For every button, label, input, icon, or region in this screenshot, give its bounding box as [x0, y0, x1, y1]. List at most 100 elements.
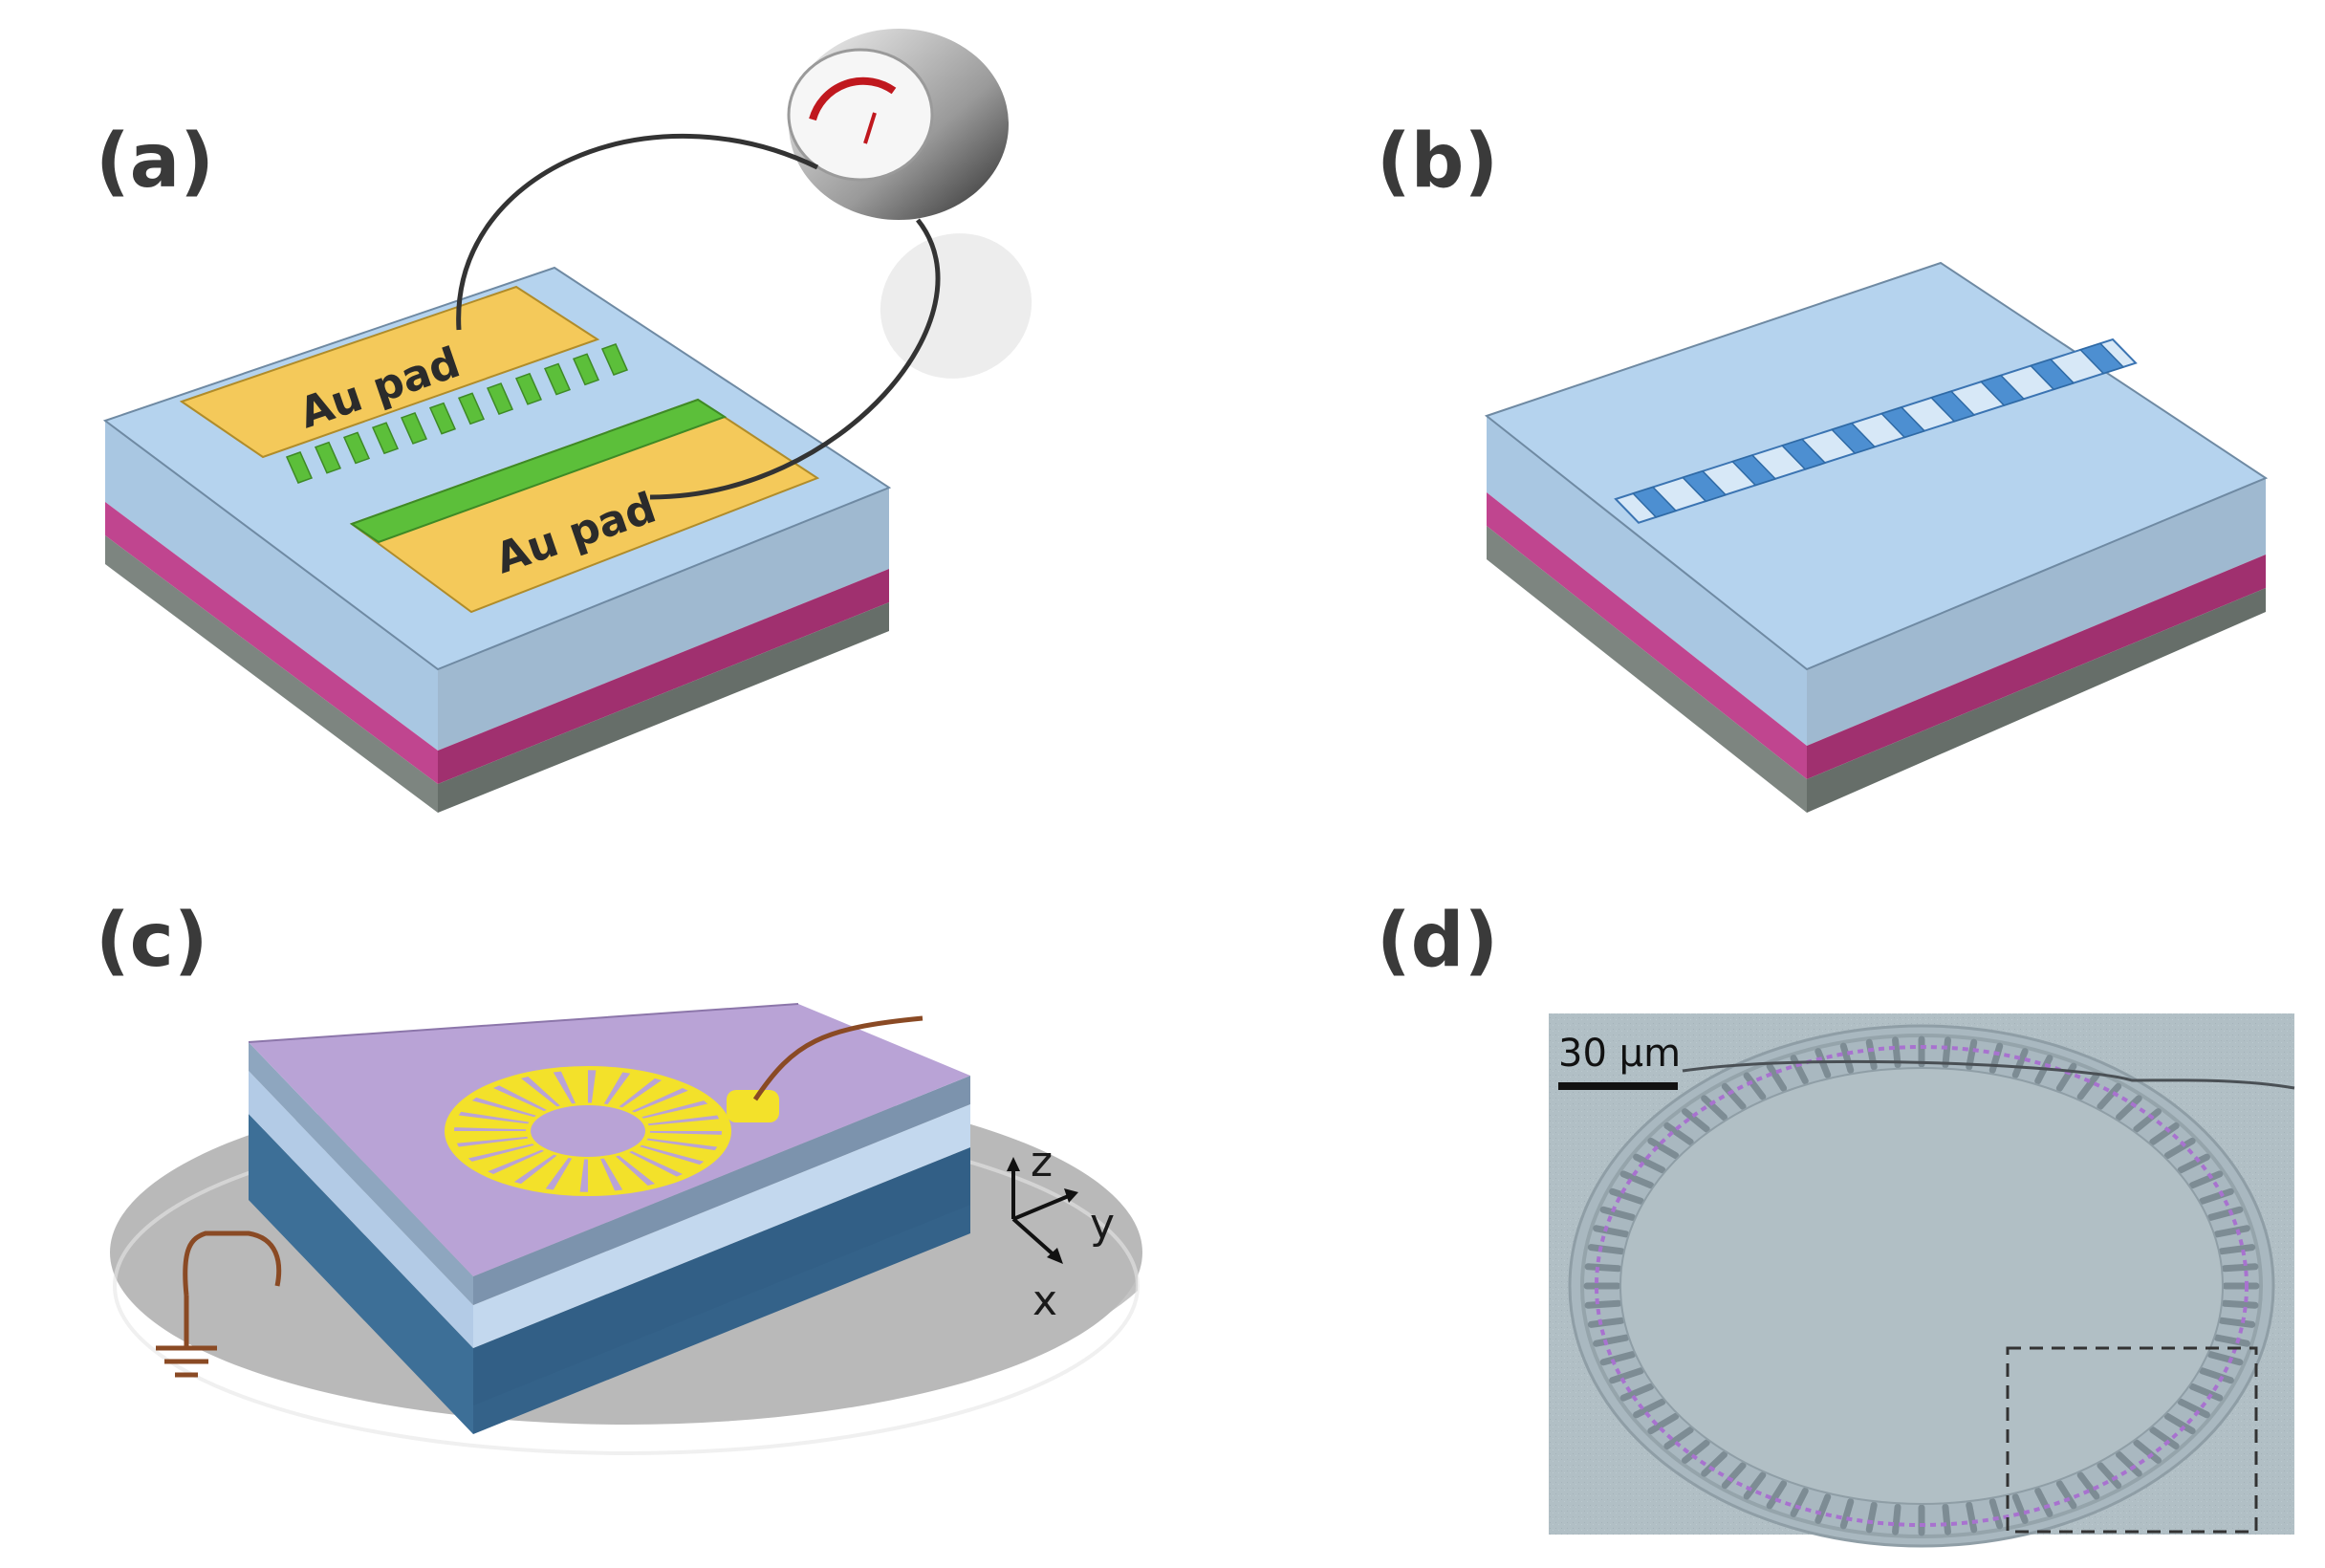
resonator-tooth	[2221, 1299, 2259, 1309]
resonator-tooth	[2149, 1122, 2180, 1145]
chip-a-top-layer-front	[105, 421, 438, 751]
wires	[456, 134, 941, 500]
resonator-tooth	[2055, 1480, 2077, 1510]
resonator-tooth	[1682, 1439, 1710, 1464]
chip-a-middle-layer-front	[105, 502, 438, 784]
panel-c-label: (c)	[96, 898, 208, 984]
resonator-tooth	[2199, 1187, 2234, 1205]
chip-a-bottom-layer-side	[438, 602, 889, 813]
grating-tooth	[2078, 342, 2125, 375]
chip-b-bottom-layer-side	[1807, 588, 2266, 813]
resonator-tooth	[1839, 1498, 1855, 1530]
voltmeter	[787, 29, 1032, 379]
resonator-tooth	[2206, 1206, 2244, 1221]
electrode-finger	[400, 411, 428, 445]
ring-electrode-gap	[493, 1085, 547, 1112]
ring-electrode-gap	[647, 1115, 720, 1126]
resonator-tooth	[2206, 1351, 2244, 1366]
resonator-tooth	[2218, 1244, 2256, 1255]
resonator-tooth	[1701, 1095, 1727, 1122]
chip-c-thin-layer-side	[473, 1076, 970, 1305]
chip-c-light-layer-side	[473, 1104, 970, 1348]
resonator-tooth	[2133, 1108, 2162, 1133]
optical-ring	[1595, 1045, 2249, 1527]
scale-bar-label: 30 μm	[1558, 1032, 1681, 1076]
resonator-tooth	[1593, 1334, 1630, 1347]
chip-b-top-layer-front	[1487, 416, 1807, 746]
axis-z-label: z	[1031, 1138, 1053, 1187]
ring-electrode-gap	[641, 1100, 708, 1119]
resonator-tooth	[2188, 1170, 2224, 1189]
resonator-tooth	[2213, 1334, 2250, 1347]
electrode-finger	[486, 382, 514, 416]
panel-d: (d) 30 μm	[1377, 898, 2295, 1548]
ring-electrode-gap	[640, 1144, 705, 1165]
electrode-finger	[572, 353, 600, 386]
resonator-tooth	[2213, 1225, 2250, 1238]
resonator-tooth	[1701, 1450, 1727, 1477]
ring-electrode-gap	[513, 1154, 557, 1185]
grating-tooth	[1929, 390, 1976, 423]
chip-b-bottom-layer-front	[1487, 526, 1807, 813]
electrode-finger	[514, 372, 543, 405]
resonator-tooth	[2177, 1153, 2210, 1174]
axis-x-label: x	[1032, 1276, 1057, 1325]
ring-electrode-gap	[471, 1097, 536, 1118]
grating-tooth	[1780, 438, 1827, 470]
ring-electrode-gap	[629, 1150, 683, 1177]
resonator-tooth	[2133, 1439, 2162, 1464]
electrode-finger	[371, 422, 400, 455]
resonator-tooth	[1619, 1383, 1655, 1402]
electrode-finger	[543, 362, 572, 396]
ring-electrode-gap	[553, 1071, 576, 1104]
grating-tooth	[1631, 486, 1678, 518]
resonator-tooth	[1609, 1367, 1644, 1384]
ring-electrode-gap	[588, 1070, 597, 1103]
resonator-tooth	[2149, 1426, 2180, 1450]
chip-a-bottom-layer-front	[105, 535, 438, 813]
chip-c-dark-layer-side	[473, 1147, 970, 1434]
ring-electrode	[445, 1066, 779, 1196]
ring-electrode-gap	[454, 1127, 527, 1131]
resonator-tooth	[1647, 1412, 1680, 1435]
resonator-tooth	[2011, 1048, 2029, 1078]
resonator-tooth	[2011, 1493, 2029, 1524]
resonator-tooth	[1892, 1503, 1901, 1535]
grating-waveguide	[1614, 338, 2138, 524]
resonator-tooth	[1609, 1187, 1644, 1205]
resonator-tooth	[1790, 1487, 1809, 1517]
grating-tooth	[1681, 469, 1727, 503]
probe-wire	[752, 1015, 923, 1101]
resonator-tooth	[1619, 1170, 1655, 1189]
ring-electrode-gap	[545, 1158, 573, 1190]
resonator-tooth	[1663, 1426, 1694, 1450]
resonator-tooth	[1633, 1153, 1666, 1174]
resonator-tooth	[1593, 1225, 1630, 1238]
panel-d-label: (d)	[1377, 898, 1498, 984]
resonator-tooth	[1966, 1501, 1978, 1534]
electrode-finger	[457, 392, 486, 425]
ground-symbol	[156, 1230, 282, 1378]
resonator-tooth	[2097, 1082, 2122, 1110]
electrode-finger	[342, 431, 371, 465]
electrode-finger	[428, 402, 457, 435]
grating-tooth	[1830, 422, 1877, 454]
panel-c: (c)	[96, 898, 1142, 1455]
resonator-tooth	[1584, 1299, 1622, 1309]
chip-b-middle-layer-side	[1807, 555, 2266, 779]
resonator-tooth	[2163, 1412, 2196, 1435]
axes-indicator: z y x	[1007, 1138, 1115, 1325]
scale-bar	[1558, 1082, 1678, 1090]
resonator-tooth	[1633, 1398, 1666, 1419]
ring-electrode-gap	[488, 1149, 545, 1175]
resonator-tooth	[1988, 1498, 2004, 1530]
resonator-tooth	[2097, 1462, 2122, 1490]
grating-tooth	[1979, 374, 2026, 406]
electrode-fingers	[285, 343, 629, 484]
chip-b	[1484, 261, 2269, 813]
panel-b-label: (b)	[1377, 119, 1498, 205]
ring-electrode-gap	[458, 1111, 530, 1124]
grating-tooth	[1880, 406, 1926, 439]
ring-electrode-gap	[521, 1077, 560, 1107]
chip-a-middle-layer-side	[438, 569, 889, 784]
